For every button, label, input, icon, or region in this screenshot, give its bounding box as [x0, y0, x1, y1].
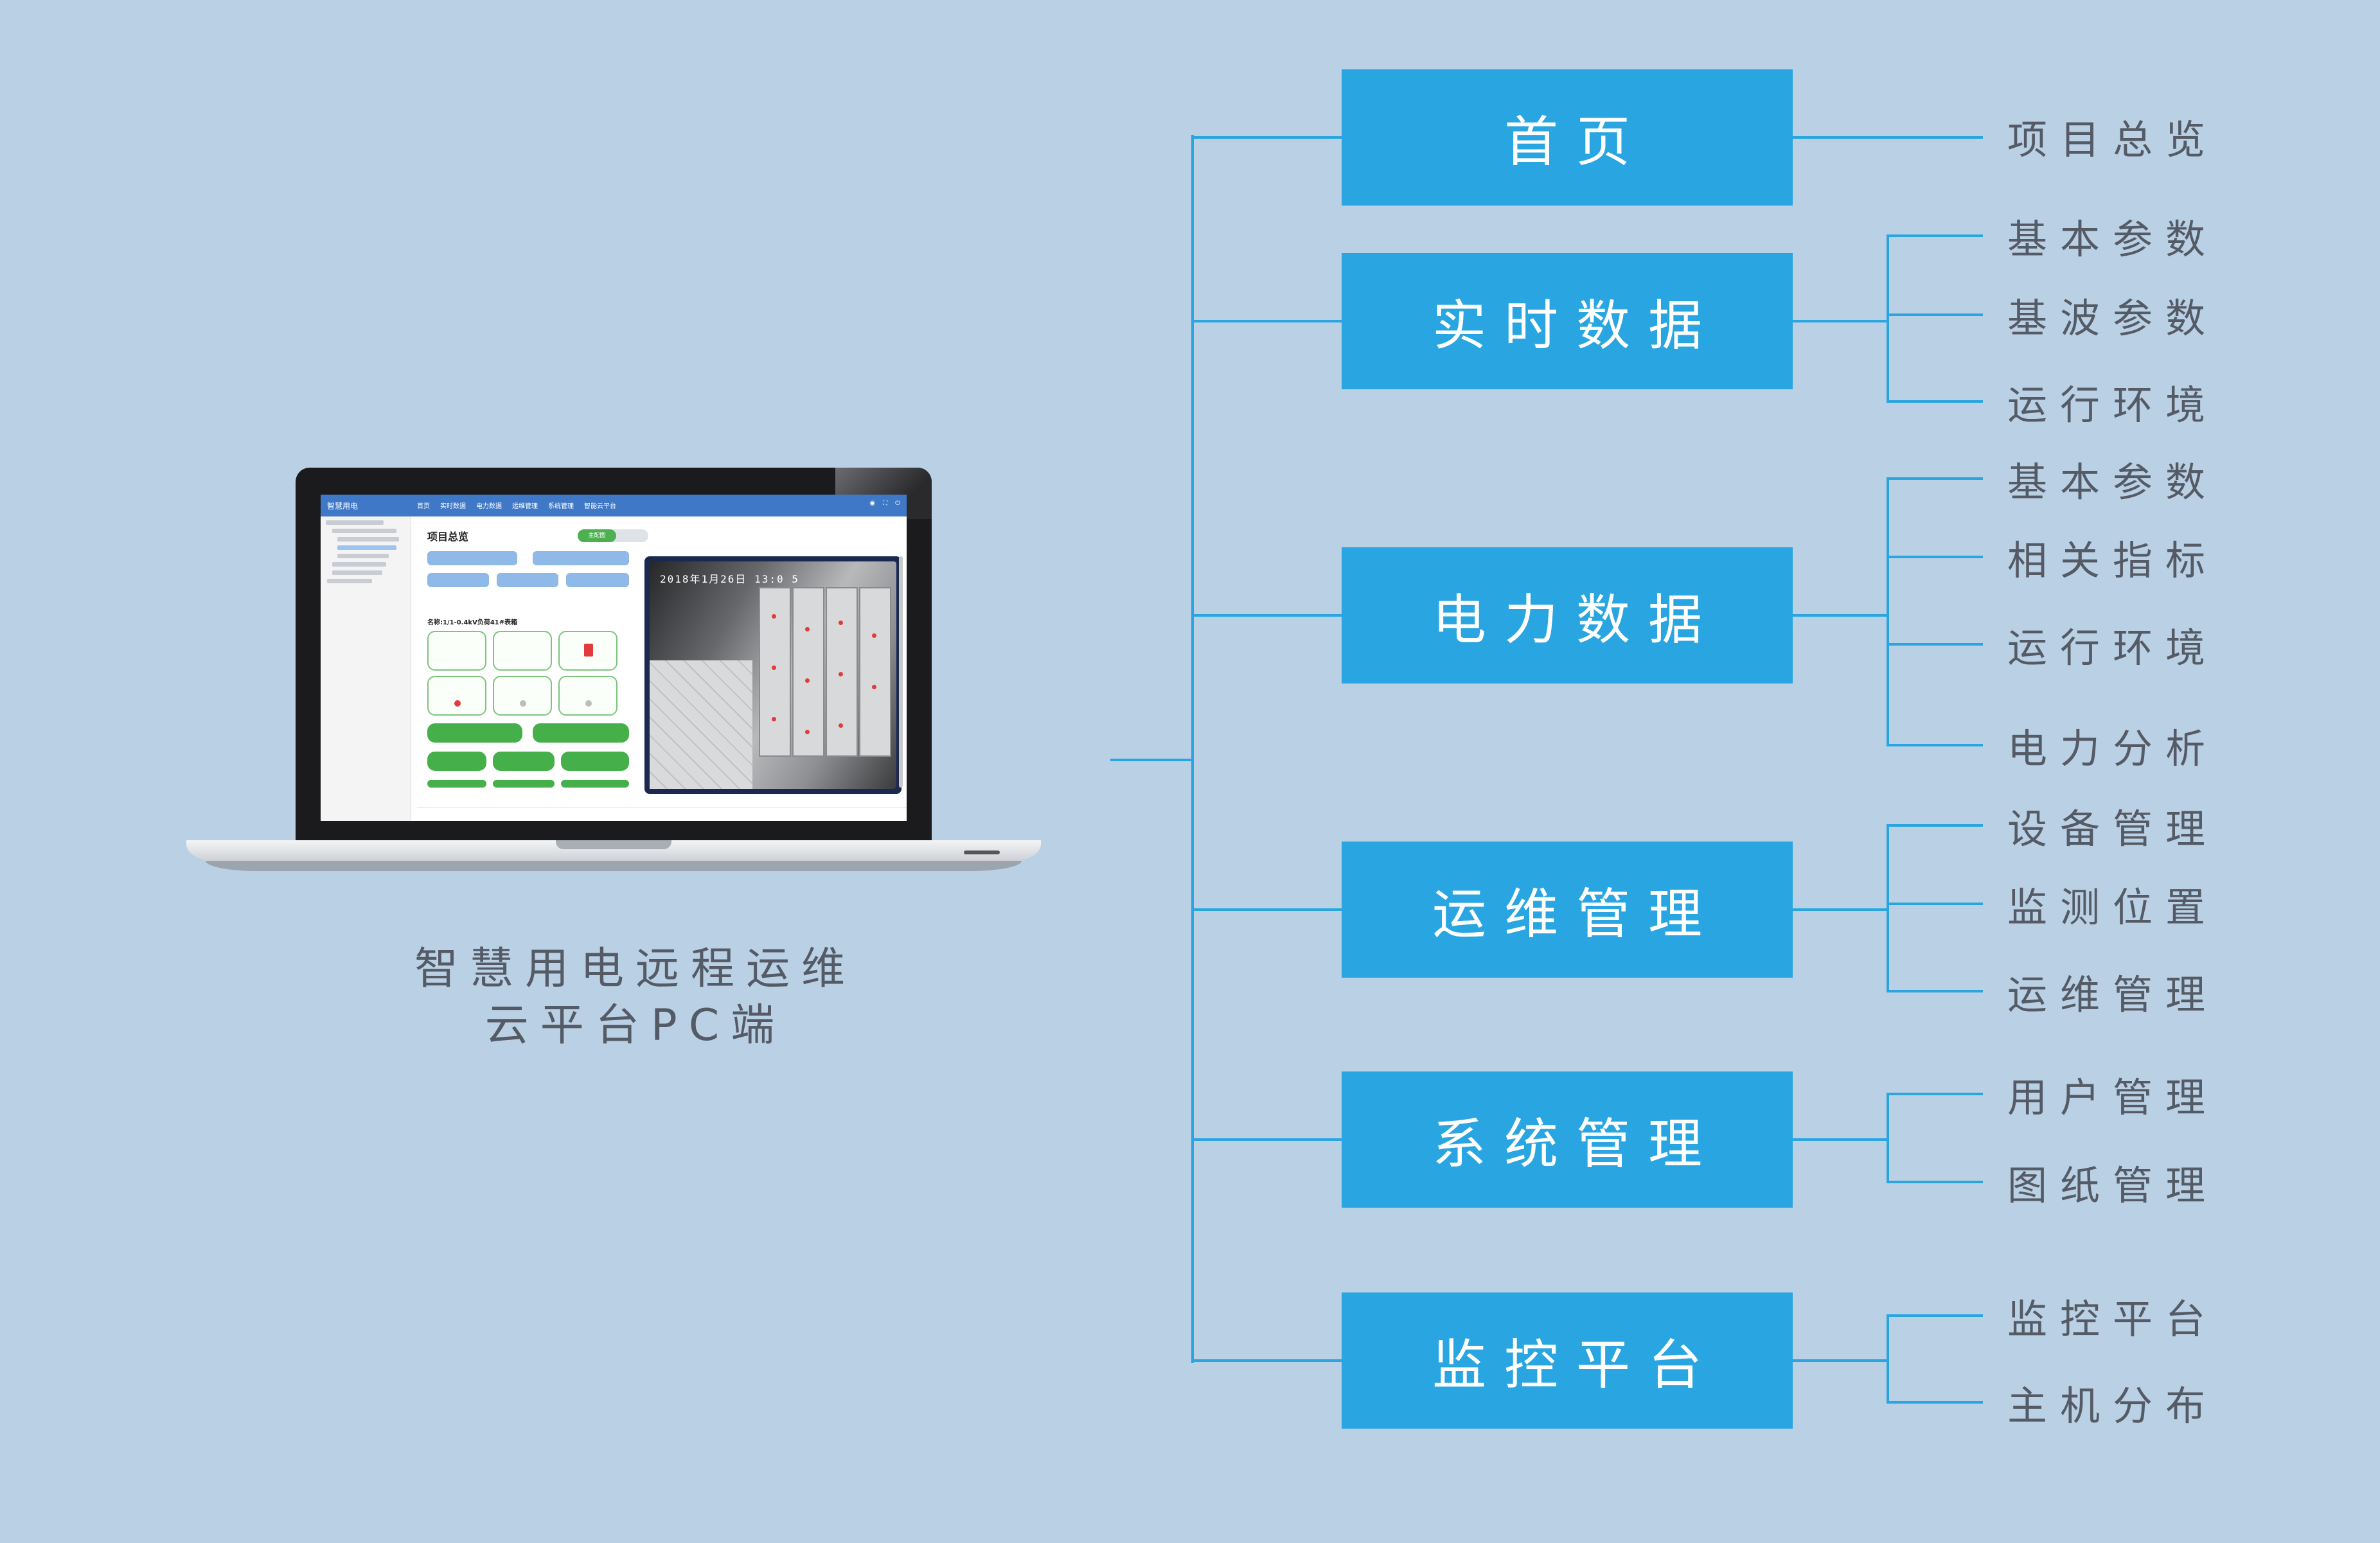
subitem[interactable]: 主机分布: [2007, 1382, 2219, 1429]
status-tile[interactable]: [493, 676, 552, 716]
user-icon[interactable]: ◉: [869, 500, 876, 507]
laptop-mockup: 智慧用电 首页 实时数据 电力数据 运维管理 系统管理 智能云平台 ◉ ⛶ ⏻: [186, 468, 1041, 872]
status-tile[interactable]: [427, 631, 486, 671]
module-power-data[interactable]: 电力数据: [1342, 547, 1793, 683]
green-status-bar[interactable]: [493, 780, 555, 788]
module-monitoring[interactable]: 监控平台: [1342, 1292, 1793, 1429]
status-tile[interactable]: [427, 676, 486, 716]
panel-subtitle: 名称:1/1-0.4kV负荷41#表箱: [427, 619, 518, 626]
subitem[interactable]: 设备管理: [2007, 806, 2219, 852]
app-footer: [417, 807, 907, 821]
subitem[interactable]: 基波参数: [2007, 295, 2219, 342]
module-operations[interactable]: 运维管理: [1342, 842, 1793, 978]
laptop-base-shadow: [206, 861, 1022, 871]
green-status-bar[interactable]: [427, 752, 486, 771]
subitem[interactable]: 监控平台: [2007, 1296, 2219, 1343]
subitem[interactable]: 图纸管理: [2007, 1162, 2219, 1209]
caption-line-2: 云平台PC端: [484, 1000, 786, 1051]
info-pill: [427, 551, 517, 565]
page-title: 项目总览: [427, 531, 469, 543]
camera-image: 2018年1月26日 13:0 5: [650, 561, 896, 789]
laptop-screen: 智慧用电 首页 实时数据 电力数据 运维管理 系统管理 智能云平台 ◉ ⛶ ⏻: [321, 495, 907, 821]
subitem[interactable]: 监测位置: [2007, 884, 2219, 931]
nav-item[interactable]: 系统管理: [548, 503, 574, 510]
status-dot: [520, 700, 526, 707]
app-brand: 智慧用电: [327, 502, 359, 511]
info-pill: [566, 573, 629, 587]
cabinet: [859, 587, 891, 757]
green-status-bar[interactable]: [561, 752, 629, 771]
status-tile[interactable]: [493, 631, 552, 671]
subitem[interactable]: 用户管理: [2007, 1074, 2219, 1121]
subitem[interactable]: 基本参数: [2007, 216, 2219, 263]
nav-item[interactable]: 运维管理: [512, 503, 538, 510]
camera-feed[interactable]: 2018年1月26日 13:0 5: [644, 556, 901, 794]
toggle-on: 主配图: [578, 529, 616, 542]
green-status-bar[interactable]: [493, 752, 555, 771]
cabinet: [759, 587, 791, 757]
nav-item[interactable]: 实时数据: [440, 503, 466, 510]
subitem[interactable]: 电力分析: [2007, 725, 2219, 772]
app-tools: ◉ ⛶ ⏻: [869, 500, 900, 507]
info-pill: [533, 551, 629, 565]
cabinet: [792, 587, 824, 757]
status-tile[interactable]: [558, 676, 617, 716]
module-home[interactable]: 首页: [1342, 69, 1793, 206]
door-icon: [584, 644, 593, 657]
tree-item[interactable]: [332, 562, 386, 567]
app-main: 项目总览 主配图 名称:1/1-0.4kV负荷41#表箱: [417, 516, 907, 821]
project-tree: [321, 516, 411, 821]
green-status-bar[interactable]: [533, 723, 629, 743]
video-timestamp: 2018年1月26日 13:0 5: [660, 573, 799, 585]
tree-item[interactable]: [332, 570, 382, 575]
laptop-slot: [964, 851, 1000, 854]
green-status-bar[interactable]: [427, 723, 522, 743]
nav-item[interactable]: 智能云平台: [584, 503, 616, 510]
cabinet: [826, 587, 858, 757]
green-status-bar[interactable]: [427, 780, 486, 788]
green-status-bar[interactable]: [561, 780, 629, 788]
power-icon[interactable]: ⏻: [895, 500, 900, 507]
tree-item-selected[interactable]: [337, 545, 396, 550]
tree-item[interactable]: [332, 529, 396, 533]
subitem[interactable]: 运行环境: [2007, 382, 2219, 428]
fullscreen-icon[interactable]: ⛶: [883, 500, 888, 507]
tree-item[interactable]: [337, 537, 399, 542]
view-toggle[interactable]: 主配图: [578, 529, 648, 542]
subitem[interactable]: 基本参数: [2007, 459, 2219, 506]
info-pill: [497, 573, 558, 587]
laptop-notch: [556, 840, 671, 849]
caption-line-1: 智慧用电远程运维: [414, 944, 857, 994]
tree-item[interactable]: [326, 520, 384, 525]
info-pill: [427, 573, 489, 587]
app-header: 智慧用电 首页 实时数据 电力数据 运维管理 系统管理 智能云平台 ◉ ⛶ ⏻: [321, 495, 907, 516]
subitem[interactable]: 项目总览: [2007, 116, 2219, 163]
module-realtime-data[interactable]: 实时数据: [1342, 253, 1793, 389]
floor-tiles: [650, 660, 752, 789]
tree-item[interactable]: [337, 554, 389, 558]
nav-item[interactable]: 首页: [417, 503, 430, 510]
status-tile[interactable]: [558, 631, 617, 671]
nav-item[interactable]: 电力数据: [476, 503, 502, 510]
tree-item[interactable]: [327, 579, 372, 583]
scrollbar[interactable]: [899, 556, 903, 788]
subitem[interactable]: 运行环境: [2007, 624, 2219, 671]
module-system[interactable]: 系统管理: [1342, 1071, 1793, 1208]
status-dot: [585, 700, 592, 707]
subitem[interactable]: 相关指标: [2007, 537, 2219, 584]
alarm-dot: [454, 700, 461, 707]
subitem[interactable]: 运维管理: [2007, 971, 2219, 1018]
app-nav: 首页 实时数据 电力数据 运维管理 系统管理 智能云平台: [417, 500, 616, 510]
